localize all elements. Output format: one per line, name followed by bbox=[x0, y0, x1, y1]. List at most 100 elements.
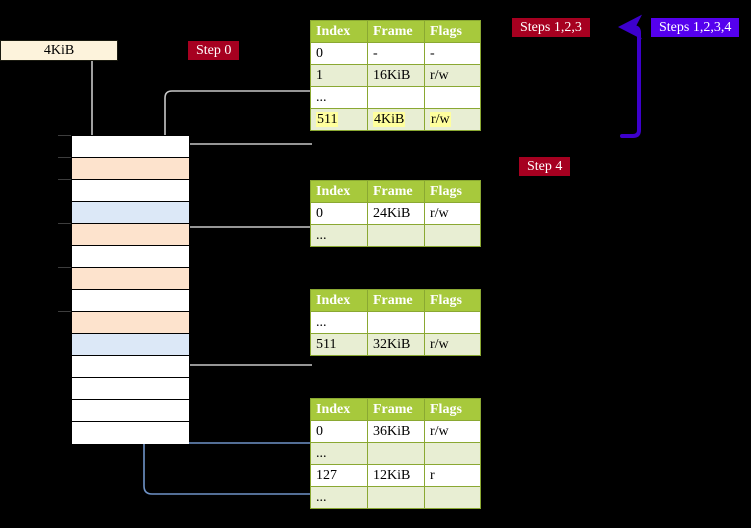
highlight-mark: 511 bbox=[316, 111, 339, 127]
cell-frame bbox=[367, 486, 425, 509]
table-row: 511 4KiB r/w bbox=[310, 108, 481, 131]
cell-index: 0 bbox=[310, 420, 368, 443]
table-row: ... bbox=[310, 486, 481, 509]
memory-row bbox=[72, 268, 189, 290]
cell-frame: - bbox=[367, 42, 425, 65]
column-header-flags: Flags bbox=[424, 180, 481, 203]
cell-index: 511 bbox=[310, 108, 368, 131]
table-header-row: Index Frame Flags bbox=[310, 180, 481, 203]
memory-size-box: 4KiB bbox=[0, 40, 118, 61]
cell-frame bbox=[367, 442, 425, 465]
memory-row bbox=[72, 356, 189, 378]
memory-row bbox=[72, 158, 189, 180]
cell-flags: r bbox=[424, 464, 481, 487]
memory-row bbox=[72, 224, 189, 246]
badge-step-4-label: Step 4 bbox=[527, 158, 563, 174]
column-header-index: Index bbox=[310, 289, 368, 312]
table-row: ... bbox=[310, 224, 481, 247]
cell-index: ... bbox=[310, 224, 368, 247]
cell-flags bbox=[424, 224, 481, 247]
cell-frame: 4KiB bbox=[367, 108, 425, 131]
memory-row bbox=[72, 180, 189, 202]
table-row: ... bbox=[310, 86, 481, 109]
wire-table1-row511 bbox=[172, 143, 312, 167]
memory-row-tick bbox=[58, 135, 71, 136]
badge-step-0-label: Step 0 bbox=[196, 42, 232, 58]
memory-row bbox=[72, 246, 189, 268]
cell-frame bbox=[367, 311, 425, 334]
cell-frame: 16KiB bbox=[367, 64, 425, 87]
memory-row-tick bbox=[58, 267, 71, 268]
column-header-frame: Frame bbox=[367, 398, 425, 421]
column-header-frame: Frame bbox=[367, 289, 425, 312]
memory-row bbox=[72, 136, 189, 158]
cell-flags: r/w bbox=[424, 202, 481, 225]
table-header-row: Index Frame Flags bbox=[310, 398, 481, 421]
cell-frame: 24KiB bbox=[367, 202, 425, 225]
column-header-flags: Flags bbox=[424, 289, 481, 312]
cell-index: 127 bbox=[310, 464, 368, 487]
cell-index: ... bbox=[310, 311, 368, 334]
cell-flags: r/w bbox=[424, 333, 481, 356]
memory-row-tick bbox=[58, 311, 71, 312]
cell-index: 0 bbox=[310, 42, 368, 65]
column-header-flags: Flags bbox=[424, 20, 481, 43]
badge-steps-1234-label: Steps 1,2,3,4 bbox=[659, 19, 732, 35]
memory-row-tick bbox=[58, 157, 71, 158]
cell-frame bbox=[367, 224, 425, 247]
memory-column bbox=[71, 135, 190, 444]
memory-row bbox=[72, 422, 189, 444]
cell-frame: 36KiB bbox=[367, 420, 425, 443]
badge-step-0: Step 0 bbox=[188, 41, 240, 60]
cell-flags: r/w bbox=[424, 64, 481, 87]
column-header-flags: Flags bbox=[424, 398, 481, 421]
cell-flags bbox=[424, 311, 481, 334]
highlight-mark: 4KiB bbox=[373, 111, 406, 127]
memory-row bbox=[72, 202, 189, 224]
cell-flags bbox=[424, 442, 481, 465]
wire-table3-row511 bbox=[172, 308, 312, 366]
cell-index: 0 bbox=[310, 202, 368, 225]
cell-frame: 32KiB bbox=[367, 333, 425, 356]
table-row: ... bbox=[310, 442, 481, 465]
table-row: 0-- bbox=[310, 42, 481, 65]
table-header-row: Index Frame Flags bbox=[310, 289, 481, 312]
column-header-index: Index bbox=[310, 20, 368, 43]
table-header-row: Index Frame Flags bbox=[310, 20, 481, 43]
badge-steps-123: Steps 1,2,3 bbox=[512, 18, 590, 37]
column-header-index: Index bbox=[310, 180, 368, 203]
wire-table2-row0 bbox=[172, 226, 312, 255]
badge-steps-123-label: Steps 1,2,3 bbox=[520, 19, 582, 35]
memory-row-tick bbox=[58, 223, 71, 224]
memory-row bbox=[72, 378, 189, 400]
cell-flags bbox=[424, 86, 481, 109]
highlight-mark: r/w bbox=[430, 111, 451, 127]
cell-frame bbox=[367, 86, 425, 109]
column-header-frame: Frame bbox=[367, 180, 425, 203]
memory-row bbox=[72, 334, 189, 356]
column-header-frame: Frame bbox=[367, 20, 425, 43]
badge-steps-1234: Steps 1,2,3,4 bbox=[651, 18, 740, 37]
table-row: ... bbox=[310, 311, 481, 334]
cell-flags: r/w bbox=[424, 420, 481, 443]
cell-index: ... bbox=[310, 86, 368, 109]
cell-flags: r/w bbox=[424, 108, 481, 131]
cell-index: ... bbox=[310, 486, 368, 509]
column-header-index: Index bbox=[310, 398, 368, 421]
memory-row-tick bbox=[58, 179, 71, 180]
cell-index: 1 bbox=[310, 64, 368, 87]
cell-flags: - bbox=[424, 42, 481, 65]
memory-size-label: 4KiB bbox=[43, 42, 75, 58]
